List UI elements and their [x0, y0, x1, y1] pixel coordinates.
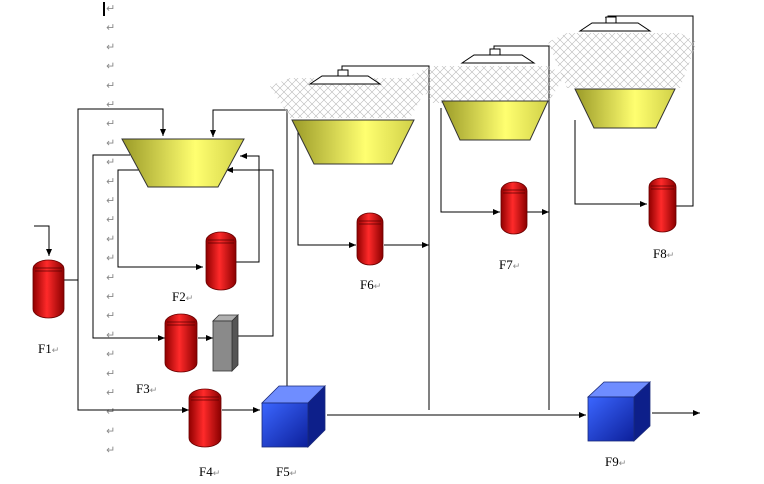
mixer-tank-f2: [121, 138, 245, 188]
settling-tanks: [121, 88, 676, 188]
paragraph-mark: ↵: [106, 309, 115, 322]
paragraph-mark: ↵: [106, 405, 115, 418]
paragraph-mark: ↵: [106, 290, 115, 303]
paragraph-mark: ↵: [106, 136, 115, 149]
paragraph-mark: ↵: [106, 252, 115, 265]
paragraph-mark: ↵: [106, 194, 115, 207]
paragraph-mark: ↵: [106, 213, 115, 226]
label-f4: F4↵: [199, 464, 220, 479]
vessel-f4: [188, 388, 222, 448]
paragraph-mark: ↵: [106, 444, 115, 457]
block-f9: [586, 381, 652, 442]
paragraph-mark: ↵: [106, 117, 115, 130]
line-gray-return: [226, 167, 274, 337]
settling-tank-f8: [574, 88, 676, 129]
hood-f6: [308, 69, 382, 85]
vessel-f2: [205, 231, 237, 291]
flow-lines: [34, 15, 700, 418]
mesh-f7: [412, 66, 565, 103]
label-f8: F8↵: [653, 246, 674, 261]
gray-unit: [212, 314, 239, 372]
vessel-f7: [500, 181, 528, 235]
label-f1: F1↵: [38, 341, 59, 356]
label-f9: F9↵: [605, 454, 626, 469]
vessel-f3: [164, 313, 198, 373]
block-f5: [261, 385, 326, 448]
line-f1-to-f4: [64, 279, 189, 413]
line-tank7-to-f7: [440, 108, 500, 215]
line-mixer-to-f3: [92, 154, 165, 341]
labels: F1↵ F2↵ F3↵ F4↵ F5↵ F6↵ F7↵ F8↵ F9↵: [38, 246, 674, 479]
label-f6: F6↵: [360, 277, 381, 292]
label-f7: F7↵: [499, 257, 520, 272]
line-tank8-to-f8: [574, 120, 647, 207]
line-f5-to-mixer: [210, 109, 288, 400]
margin-paragraph-marks: ↵ ↵ ↵ ↵ ↵ ↵ ↵ ↵ ↵ ↵ ↵ ↵ ↵ ↵ ↵ ↵ ↵ ↵ ↵ ↵ ↵ ↵ ↵ ↵: [103, 2, 115, 457]
line-mixer-to-f2: [117, 169, 203, 270]
paragraph-mark: ↵: [106, 2, 115, 15]
mesh-f6: [270, 78, 428, 118]
mesh-regions: [270, 33, 697, 118]
paragraph-mark: ↵: [106, 40, 115, 53]
line-f2-return: [236, 153, 260, 263]
mesh-f8: [548, 33, 697, 88]
vessel-f8: [648, 177, 677, 233]
paragraph-mark: ↵: [106, 367, 115, 380]
label-f2: F2↵: [172, 289, 193, 304]
label-f3: F3↵: [136, 381, 157, 396]
hood-f8: [578, 16, 652, 32]
paragraph-mark: ↵: [106, 21, 115, 34]
label-f5: F5↵: [276, 464, 297, 479]
paragraph-mark: ↵: [106, 424, 115, 437]
paragraph-mark: ↵: [106, 175, 115, 188]
paragraph-mark: ↵: [106, 328, 115, 341]
paragraph-mark: ↵: [106, 232, 115, 245]
paragraph-mark: ↵: [106, 348, 115, 361]
line-tank6-to-f6: [297, 120, 356, 248]
paragraph-mark: ↵: [106, 156, 115, 169]
settling-tank-f6: [291, 119, 415, 165]
hood-f7: [460, 48, 536, 64]
paragraph-mark: ↵: [106, 271, 115, 284]
paragraph-mark: ↵: [106, 60, 115, 73]
vessel-f6: [356, 212, 384, 266]
feed-line-f1: [34, 225, 52, 256]
paragraph-mark: ↵: [106, 98, 115, 111]
settling-tank-f7: [441, 100, 549, 141]
vessel-f1: [32, 259, 65, 319]
paragraph-mark: ↵: [106, 386, 115, 399]
paragraph-mark: ↵: [106, 79, 115, 92]
vessels: [32, 177, 677, 448]
hoods: [308, 16, 652, 85]
